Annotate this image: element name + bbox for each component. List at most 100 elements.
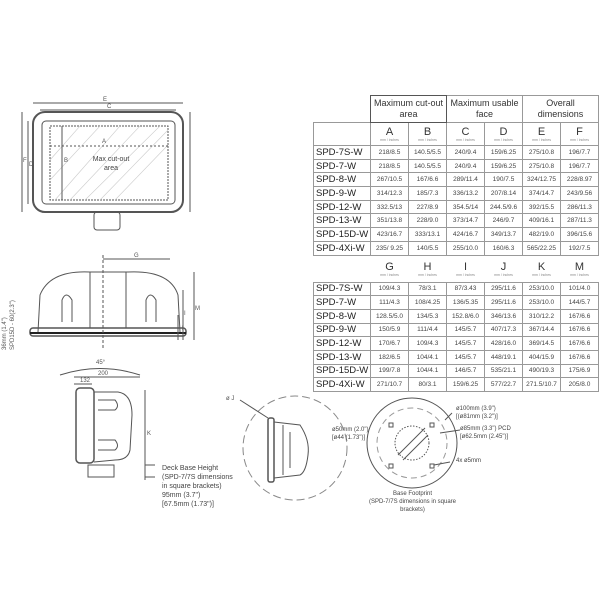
front-view: [21, 102, 191, 231]
value-cell: 253/10.0: [522, 295, 561, 310]
value-cell: 407/17.3: [484, 322, 523, 338]
d50-note: ø50mm (2.0") [ø44 (1.73")]: [332, 426, 368, 442]
value-cell: 87/3.43: [446, 281, 485, 297]
deck-note-line: (SPD-7/7S dimensions: [162, 474, 233, 481]
value-cell: 228/8.97: [560, 172, 600, 188]
unit-label: mm / inches: [380, 137, 399, 142]
d85-note: ø85mm (3.3") PCD [ø62.5mm (2.45")]: [460, 425, 511, 441]
value-cell: 228/9.0: [408, 213, 447, 229]
value-cell: 240/9.4: [446, 158, 485, 174]
model-cell: SPD-7S-W: [313, 145, 371, 160]
blank-cell: [313, 122, 371, 146]
dim-label-b: B: [64, 158, 68, 164]
value-cell: 310/12.2: [522, 308, 561, 324]
base-footprint: [366, 397, 461, 489]
value-cell: 167/6.6: [560, 336, 599, 351]
unit-label: mm / inches: [494, 137, 513, 142]
unit-label: mm / inches: [494, 273, 513, 278]
value-cell: 78/3.1: [408, 281, 447, 297]
unit-label: mm / inches: [456, 137, 475, 142]
dim-label-j: ø J: [226, 396, 234, 402]
unit-label: mm / inches: [532, 137, 551, 142]
cutout-label: Max cut-out area: [92, 156, 130, 172]
note-line: [ø62.5mm (2.45")]: [460, 434, 509, 440]
caption-line: Base Footprint: [392, 491, 433, 497]
dim-label-d: D: [29, 162, 34, 168]
column-letter: B: [423, 125, 432, 138]
value-cell: 423/16.7: [370, 227, 409, 242]
value-cell: 101/4.0: [560, 281, 599, 297]
note-line: ø50mm (2.0"): [332, 427, 369, 433]
value-cell: 140/5.5: [408, 240, 447, 256]
value-cell: 409/16.1: [522, 213, 562, 229]
value-cell: 428/16.0: [484, 336, 523, 351]
model-cell: SPD-15D-W: [313, 363, 371, 379]
model-cell: SPD-12-W: [313, 199, 371, 215]
side-view: [29, 255, 195, 350]
caption-line: brackets): [400, 507, 425, 513]
value-cell: 267/10.5: [370, 172, 409, 188]
model-cell: SPD-7-W: [313, 158, 371, 174]
value-cell: 286/11.3: [560, 199, 600, 215]
value-cell: 367/14.4: [522, 322, 561, 338]
dim-label-k: K: [147, 431, 151, 437]
unit-label: mm / inches: [456, 273, 475, 278]
note-line: ø100mm (3.9"): [456, 406, 496, 412]
value-cell: 199/7.8: [370, 363, 409, 379]
value-cell: 271.5/10.7: [522, 377, 561, 392]
value-cell: 577/22.7: [484, 377, 523, 392]
group-header: Maximum usable face: [445, 95, 524, 123]
value-cell: 246/9.7: [483, 213, 524, 229]
deck-base-note: Deck Base Height (SPD-7/7S dimensions in…: [162, 464, 233, 509]
value-cell: 111/4.4: [408, 322, 447, 338]
dim-label-132: 132: [80, 378, 91, 384]
column-letter: I: [463, 261, 468, 274]
model-cell: SPD-13-W: [313, 349, 371, 365]
value-cell: 109/4.3: [370, 281, 409, 297]
height-note-2: SPD15D - 60(2.3"): [10, 300, 16, 350]
group-header: Maximum cut-out area: [370, 95, 447, 123]
value-cell: 295/11.6: [484, 295, 523, 310]
model-cell: SPD-7-W: [313, 295, 371, 310]
dim-label-m: M: [195, 306, 200, 312]
model-cell: SPD-12-W: [313, 336, 371, 351]
value-cell: 374/14.7: [522, 186, 562, 201]
deck-note-line: in square brackets): [162, 483, 222, 490]
value-cell: 396/15.6: [560, 227, 600, 242]
value-cell: 324/12.75: [522, 172, 562, 188]
value-cell: 167/6.6: [560, 349, 599, 365]
column-letter: G: [385, 261, 394, 274]
unit-label: mm / inches: [380, 273, 399, 278]
value-cell: 244.5/9.6: [483, 199, 524, 215]
value-cell: 424/16.7: [446, 227, 485, 242]
value-cell: 144/5.7: [560, 295, 599, 310]
value-cell: 289/11.4: [446, 172, 485, 188]
holes-note: 4x ø5mm: [456, 458, 482, 464]
value-cell: 185/7.3: [408, 186, 447, 201]
column-letter: D: [499, 125, 508, 138]
value-cell: 159/6.25: [483, 158, 524, 174]
value-cell: 240/9.4: [446, 145, 485, 160]
value-cell: 271/10.7: [370, 377, 409, 392]
value-cell: 448/19.1: [484, 349, 523, 365]
value-cell: 108/4.25: [408, 295, 447, 310]
model-cell: SPD-13-W: [313, 213, 371, 229]
